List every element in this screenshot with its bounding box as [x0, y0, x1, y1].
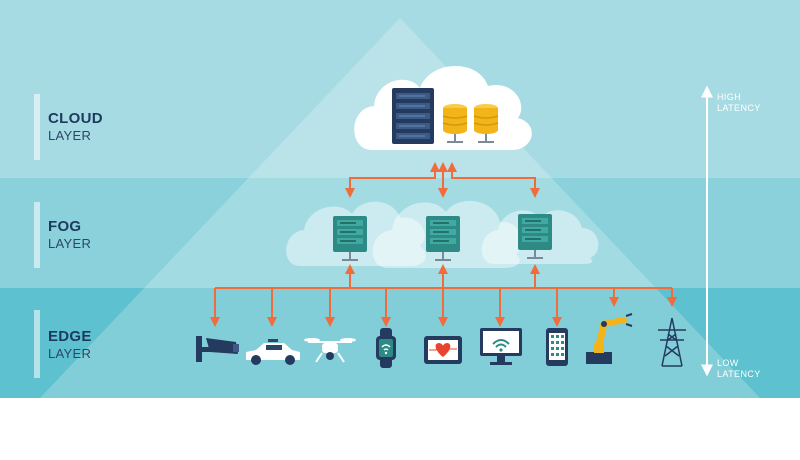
cloud-layer-title: CLOUD [48, 110, 103, 127]
high-latency-label: HIGH LATENCY [717, 92, 761, 114]
dark-server-rack-icon [392, 88, 434, 144]
fog-layer-subtitle: LAYER [48, 236, 92, 251]
cloud-layer-bar [34, 94, 40, 160]
low-latency-label: LOW LATENCY [717, 358, 761, 380]
cloud-layer-subtitle: LAYER [48, 128, 92, 143]
fog-clouds [286, 200, 599, 268]
cloud-fog-connectors [345, 162, 540, 198]
drone-icon [304, 338, 356, 363]
robotic-arm-icon [586, 313, 633, 364]
cloud-server-cloud [354, 65, 532, 150]
fog-layer-title: FOG [48, 218, 82, 235]
fog-layer-bar [34, 202, 40, 268]
high-latency-line1: HIGH [717, 92, 742, 102]
edge-layer-bar [34, 310, 40, 378]
low-latency-line2: LATENCY [717, 369, 761, 379]
pyramid-shape [40, 18, 760, 398]
power-pylon-icon [658, 317, 686, 367]
edge-layer-label: EDGE LAYER [34, 328, 92, 362]
fog-layer-label: FOG LAYER [34, 218, 91, 252]
low-latency-line1: LOW [717, 358, 739, 368]
smartwatch-icon [376, 328, 396, 368]
security-camera-icon [196, 336, 239, 362]
edge-layer-subtitle: LAYER [48, 346, 92, 361]
high-latency-line2: LATENCY [717, 103, 761, 113]
car-icon [246, 339, 300, 365]
fog-edge-connectors [210, 264, 677, 327]
wifi-monitor-icon [480, 328, 522, 365]
smartphone-icon [546, 328, 568, 366]
edge-layer-title: EDGE [48, 328, 92, 345]
tablet-heart-icon [424, 336, 462, 364]
cloud-layer-label: CLOUD LAYER [34, 110, 103, 144]
